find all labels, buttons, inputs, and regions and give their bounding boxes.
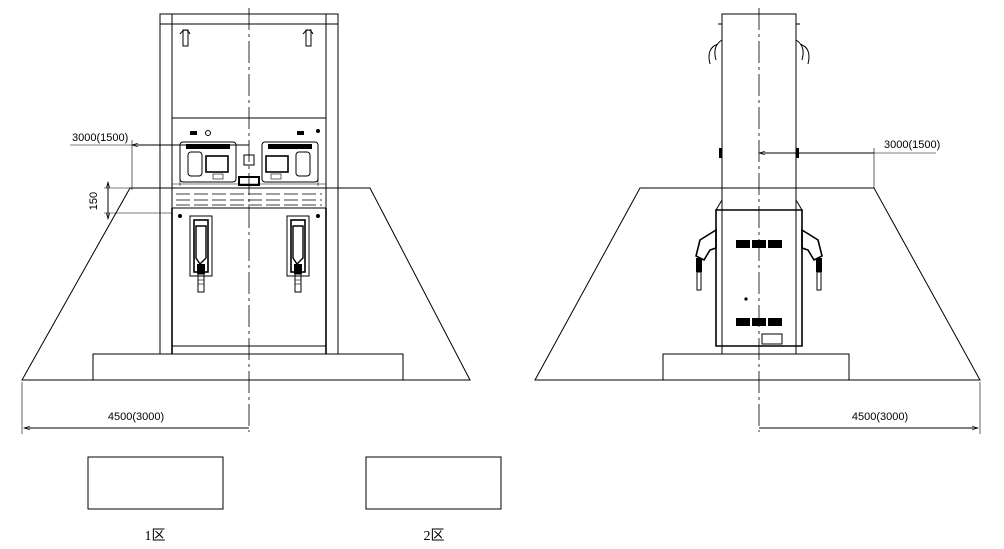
base-plinth-front — [92, 353, 404, 381]
lower-cabinet-front — [171, 208, 327, 354]
dim-side-clearance-label-side: 3000(1500) — [884, 139, 940, 151]
legend-zone2-label: 2区 — [424, 528, 445, 544]
legend-zone1-swatch — [87, 456, 224, 510]
nozzle-right-front — [286, 215, 310, 293]
legend-zone1: 1区 — [87, 456, 224, 544]
nozzle-left-front — [189, 215, 213, 293]
dim-base-width-side: 4500(3000) — [759, 382, 981, 434]
base-plinth-side — [662, 353, 850, 381]
dim-base-width-label-side: 4500(3000) — [852, 411, 908, 423]
legend-zone1-label: 1区 — [145, 528, 166, 544]
zone2-area-front — [21, 187, 471, 381]
zone2-area-side — [534, 187, 981, 381]
legend-zone2-swatch — [365, 456, 502, 510]
front-elevation-view: 3000(1500) 150 4500(3000) — [21, 8, 471, 434]
dim-height-label: 150 — [88, 192, 100, 210]
dim-side-clearance-side: 3000(1500) — [759, 139, 940, 188]
side-elevation-view: 3000(1500) 4500(3000) — [534, 8, 981, 434]
legend-zone2: 2区 — [365, 456, 502, 544]
dim-base-width-label: 4500(3000) — [108, 411, 164, 423]
dim-side-clearance-front: 3000(1500) — [70, 132, 249, 190]
dim-side-clearance-label: 3000(1500) — [72, 132, 128, 144]
dim-height-front: 150 — [88, 182, 172, 219]
dim-base-width-front: 4500(3000) — [21, 382, 249, 434]
legend: 1区 2区 — [87, 456, 502, 544]
